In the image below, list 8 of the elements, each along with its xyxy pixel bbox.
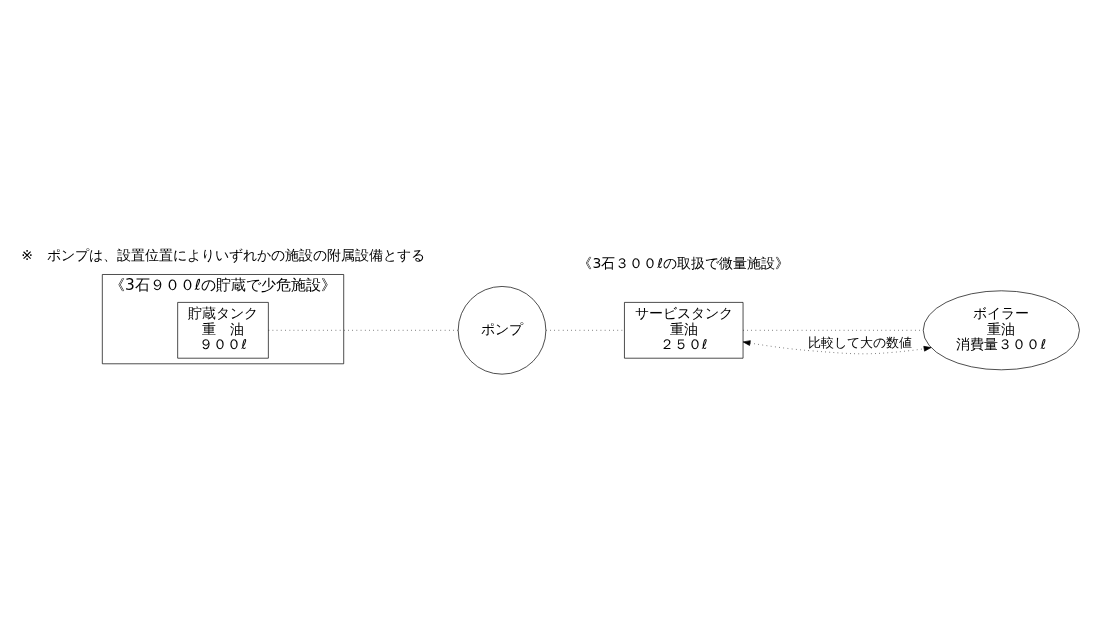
label: 《3石３００ℓの取扱で微量施設》	[578, 255, 790, 272]
connector	[268, 329, 459, 331]
label: ※ ポンプは、設置位置によりいずれかの施設の附属設備とする	[21, 246, 425, 263]
edge-label: 比較して大の数値	[807, 334, 912, 350]
arrow	[742, 340, 932, 355]
node-circle: ポンプ	[457, 286, 547, 375]
node-box: 貯蔵タンク 重 油 ９００ℓ	[177, 302, 269, 359]
node-box: サービスタンク 重油 ２５０ℓ	[624, 302, 744, 359]
